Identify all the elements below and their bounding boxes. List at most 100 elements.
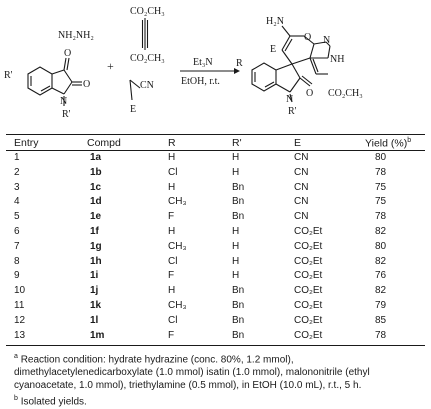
cell-r: H — [168, 152, 176, 163]
footnote-b-mark: b — [14, 395, 18, 402]
condition-solvent: EtOH, r.t. — [181, 76, 220, 87]
cell-yield: 85 — [375, 314, 387, 326]
isatin-r-label: R' — [62, 109, 71, 120]
cell-r: Cl — [168, 314, 178, 326]
cell-entry: 11 — [14, 300, 25, 311]
cell-yield: 75 — [375, 196, 387, 208]
product-structure — [251, 25, 331, 103]
cell-entry: 4 — [14, 196, 20, 208]
product-ester-label: CO₂CH₃ — [328, 88, 363, 99]
isatin-oxo-2: O — [83, 79, 90, 90]
header-yield-text: Yield (%) — [365, 137, 408, 150]
product-amino-label: H₂N — [266, 16, 284, 27]
cell-yield: 75 — [375, 181, 387, 193]
cell-rp: H — [232, 255, 240, 267]
cell-e: CN — [294, 166, 309, 178]
footnote-a: a Reaction condition: hydrate hydrazine … — [14, 350, 424, 392]
cell-rp: Bn — [232, 329, 245, 341]
header-yield-footnote-mark: b — [407, 137, 412, 144]
cell-rp: H — [232, 240, 240, 252]
cell-rp: H — [232, 226, 240, 237]
cell-rp: H — [232, 270, 240, 282]
cell-entry: 12 — [14, 314, 26, 326]
cell-yield: 82 — [375, 255, 387, 267]
product-e-label: E — [270, 44, 276, 55]
cell-e: CN — [294, 196, 309, 208]
condition-base: Et₃N — [193, 57, 213, 68]
cell-yield: 78 — [375, 329, 387, 341]
isatin-structure — [27, 57, 82, 106]
reaction-arrowhead — [234, 68, 240, 74]
cell-entry: 2 — [14, 166, 20, 178]
product-ring-o: O — [304, 32, 311, 43]
table-bottom-rule — [6, 345, 425, 346]
cell-e: CO₂Et — [294, 240, 323, 252]
cell-yield: 76 — [375, 270, 387, 282]
dmad-top-ester: CO₂CH₃ — [130, 6, 165, 17]
cell-entry: 9 — [14, 270, 20, 282]
cell-yield: 80 — [375, 152, 387, 163]
header-yield: Yield (%)b — [365, 137, 411, 150]
cell-compd: 1g — [90, 240, 102, 252]
dmad-bottom-ester: CO₂CH₃ — [130, 53, 165, 64]
dmad-triple-bond — [141, 18, 149, 50]
cell-compd: 1c — [90, 181, 102, 193]
cell-rp: Bn — [232, 285, 245, 297]
cell-yield: 80 — [375, 240, 387, 252]
cell-e: CO₂Et — [294, 255, 323, 267]
cell-e: CO₂Et — [294, 270, 323, 282]
isatin-oxo-1: O — [64, 48, 71, 59]
cell-r: F — [168, 211, 175, 223]
cell-compd: 1b — [90, 166, 102, 178]
cell-entry: 13 — [14, 329, 26, 341]
cell-rp: H — [232, 152, 240, 163]
footnote-a-mark: a — [14, 353, 18, 360]
nitrile-structure — [129, 79, 141, 101]
hydrazine-label: NH₂NH₂ — [58, 30, 94, 41]
footnote-a-text: Reaction condition: hydrate hydrazine (c… — [14, 354, 370, 392]
cell-e: CO₂Et — [294, 300, 323, 311]
cell-r: F — [168, 329, 175, 341]
header-e: E — [294, 137, 302, 149]
cell-yield: 78 — [375, 166, 387, 178]
cell-entry: 6 — [14, 226, 20, 237]
cell-compd: 1l — [90, 314, 99, 326]
cell-rp: Bn — [232, 211, 245, 223]
cell-r: CH₃ — [168, 196, 187, 208]
cell-e: CN — [294, 181, 309, 193]
footnote-b-text: Isolated yields. — [20, 396, 87, 408]
cell-compd: 1i — [90, 270, 99, 282]
header-r: R — [168, 137, 176, 149]
nitrile-cn-label: CN — [140, 80, 154, 91]
plus-sign: + — [107, 59, 114, 73]
cell-r: H — [168, 181, 176, 193]
cell-entry: 1 — [14, 152, 20, 163]
cell-compd: 1a — [90, 152, 102, 163]
cell-entry: 3 — [14, 181, 20, 193]
product-r-prime-label: R' — [288, 106, 297, 117]
cell-compd: 1j — [90, 285, 99, 297]
cell-e: CN — [294, 152, 309, 163]
cell-compd: 1f — [90, 226, 99, 237]
product-r-label: R — [236, 58, 243, 69]
cell-yield: 82 — [375, 285, 387, 297]
reaction-scheme: NH₂NH₂ CO₂CH₃ CO₂CH₃ + R' O O N R' CN E … — [4, 6, 363, 120]
cell-r: CH₃ — [168, 300, 187, 311]
cell-yield: 82 — [375, 226, 387, 237]
product-ring-n: N — [323, 35, 330, 46]
header-compd: Compd — [87, 137, 121, 149]
nitrile-e-label: E — [130, 104, 136, 115]
cell-rp: H — [232, 166, 240, 178]
cell-rp: Bn — [232, 181, 245, 193]
product-oxo-label: O — [306, 88, 313, 99]
cell-r: F — [168, 270, 175, 282]
cell-compd: 1k — [90, 300, 102, 311]
cell-e: CN — [294, 211, 309, 223]
cell-e: CO₂Et — [294, 314, 323, 326]
table-top-rule — [6, 134, 425, 135]
cell-e: CO₂Et — [294, 226, 323, 237]
cell-yield: 78 — [375, 211, 387, 223]
header-entry: Entry — [14, 137, 39, 149]
cell-e: CO₂Et — [294, 285, 323, 297]
